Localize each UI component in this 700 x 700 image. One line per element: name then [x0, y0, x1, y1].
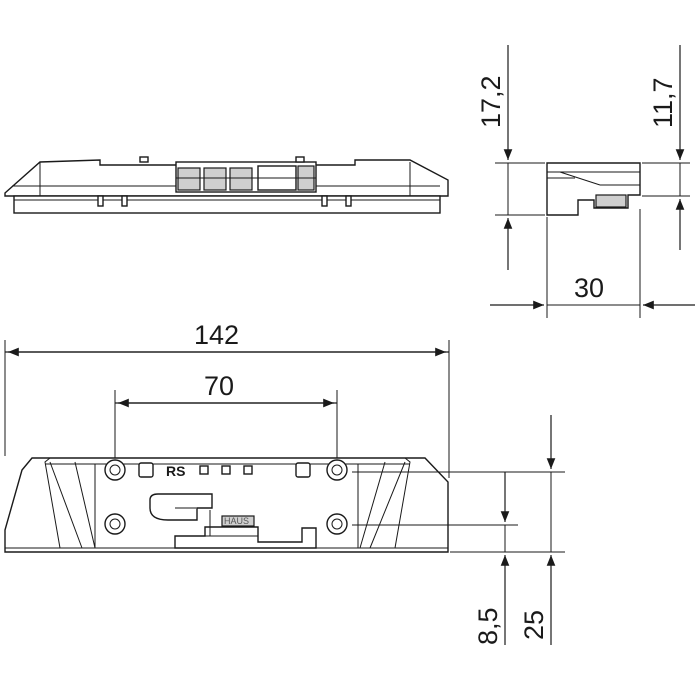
dim-top-step: 11,7 — [648, 77, 678, 128]
dim-plate-height: 25 — [519, 610, 549, 640]
dim-top-height: 17,2 — [476, 75, 506, 128]
dim-slot-offset: 8,5 — [473, 607, 503, 645]
end-view-dimensions: 17,2 11,7 30 — [476, 45, 695, 318]
front-view-dimensions: 142 70 8,5 25 — [4, 320, 565, 645]
marking-brand: HAUS — [224, 516, 249, 526]
side-view — [4, 156, 449, 214]
hole-top-left — [104, 459, 126, 481]
dim-total-length: 142 — [194, 320, 239, 350]
dim-depth: 30 — [574, 273, 604, 303]
hole-bottom-right — [326, 513, 348, 535]
hole-top-right — [326, 459, 348, 481]
side-view-plate — [13, 195, 441, 214]
end-view — [546, 162, 641, 216]
marking-code: RS — [166, 463, 185, 479]
front-view: RS HAUS — [4, 457, 449, 553]
hook-slot — [149, 493, 213, 521]
dim-hole-spacing: 70 — [204, 371, 234, 401]
hole-bottom-left — [104, 513, 126, 535]
